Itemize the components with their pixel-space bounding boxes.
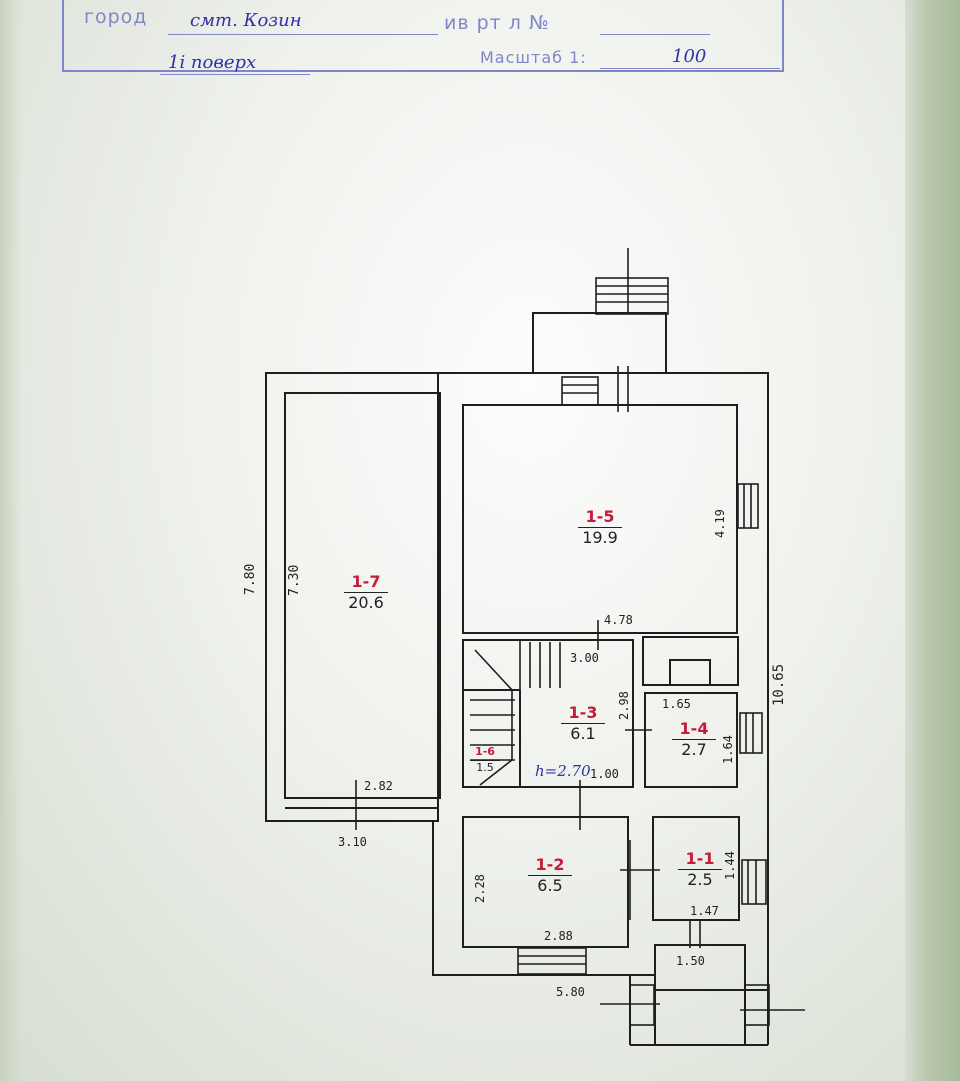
dim-room2-height: 2.28 — [473, 874, 487, 903]
room-1-3-label: 1-3 6.1 — [553, 703, 613, 744]
room-1-3-number: 1-3 — [568, 703, 598, 722]
room-1-2-label: 1-2 6.5 — [520, 855, 580, 896]
room-1-1-area: 2.5 — [687, 870, 713, 890]
wall-room-1-4 — [644, 692, 738, 788]
dim-room3-bottom: 1.00 — [590, 767, 619, 781]
room-1-7-number: 1-7 — [351, 572, 381, 591]
floor-value: 1і поверх — [168, 52, 257, 73]
wall-room-1-5 — [462, 404, 738, 634]
wall-room-1-7-outer — [265, 372, 439, 822]
wall-room-1-7-inner — [284, 392, 441, 799]
scale-value: 100 — [672, 46, 707, 67]
dim-room4-width: 1.65 — [662, 697, 691, 711]
room-1-5-label: 1-5 19.9 — [570, 507, 630, 548]
dim-room5-width: 4.78 — [604, 613, 633, 627]
dim-bottom-left-outer: 3.10 — [338, 835, 367, 849]
stove-firebox — [669, 659, 711, 686]
room-1-1-number: 1-1 — [685, 849, 715, 868]
wall-room-1-2 — [462, 816, 629, 948]
room-1-3-area: 6.1 — [570, 724, 596, 744]
inventory-label: ив рт л № — [444, 12, 550, 34]
room-1-2-number: 1-2 — [535, 855, 565, 874]
handwritten-ceiling-height: h=2.70 — [535, 762, 591, 780]
dim-overall-right: 10.65 — [771, 663, 787, 706]
scale-underline — [600, 68, 780, 69]
dim-overall-bottom: 5.80 — [556, 985, 585, 999]
dim-room2-width: 2.88 — [544, 929, 573, 943]
room-1-4-area: 2.7 — [681, 740, 707, 760]
dim-room3-height: 2.98 — [617, 691, 631, 720]
dim-inner-left-height: 7.30 — [287, 564, 302, 596]
wall-room-1-3 — [462, 639, 634, 788]
city-underline — [168, 34, 438, 35]
background-edge-right — [905, 0, 960, 1081]
room-1-6-number: 1-6 — [475, 745, 495, 758]
floor-underline — [160, 74, 310, 75]
dim-overall-left-height: 7.80 — [243, 563, 258, 595]
room-1-2-area: 6.5 — [537, 876, 563, 896]
room-1-4-label: 1-4 2.7 — [664, 719, 724, 760]
city-value: смт. Козин — [190, 10, 302, 31]
room-1-4-number: 1-4 — [679, 719, 709, 738]
inventory-underline — [600, 34, 710, 35]
dim-room1-width: 1.47 — [690, 904, 719, 918]
dim-bottom-left-inner: 2.82 — [364, 779, 393, 793]
city-label: город — [84, 6, 148, 28]
room-1-5-area: 19.9 — [582, 528, 618, 548]
wall-porch-top — [532, 312, 667, 374]
dim-porch-width: 1.50 — [676, 954, 705, 968]
dim-room5-height: 4.19 — [713, 509, 727, 538]
room-1-1-label: 1-1 2.5 — [670, 849, 730, 890]
room-1-6-area: 1.5 — [476, 760, 494, 774]
room-1-7-area: 20.6 — [348, 593, 384, 613]
dim-stair-room-width: 3.00 — [570, 651, 599, 665]
scale-label: Масштаб 1: — [480, 48, 587, 67]
room-1-7-label: 1-7 20.6 — [336, 572, 396, 613]
wall-room-1-1 — [652, 816, 740, 921]
title-stamp — [62, 0, 784, 72]
room-1-5-number: 1-5 — [585, 507, 615, 526]
room-1-6-label: 1-6 1.5 — [462, 745, 508, 774]
paper-shadow-left — [0, 0, 22, 1081]
